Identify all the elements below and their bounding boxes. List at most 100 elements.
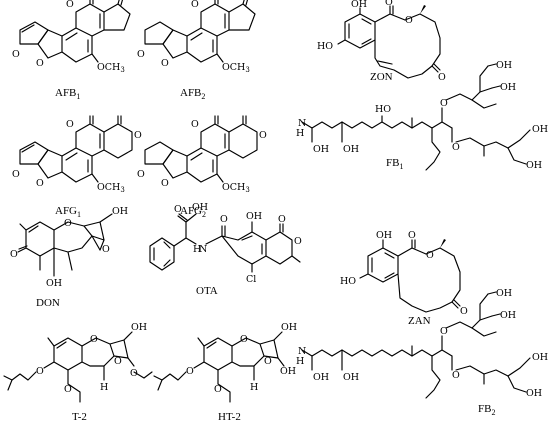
don-o-epoxide: O (102, 244, 110, 255)
label-fb2: FB2 (478, 403, 495, 417)
afb2-o2: O (161, 58, 169, 69)
fb2-n: N (298, 346, 306, 357)
zon-o-carbonyl: O (385, 0, 393, 8)
afg1-o2: O (36, 178, 44, 189)
ota-o-amide: O (220, 214, 228, 225)
label-don: DON (36, 297, 60, 309)
fb1-n: N (298, 118, 306, 129)
ht2-h: H (250, 382, 258, 393)
zan-ho: HO (340, 276, 356, 287)
structure-ht2: O OH OH O O O H HT-2 (153, 322, 297, 423)
fb1-o2: O (452, 142, 460, 153)
fb2-o1: O (440, 326, 448, 337)
afg2-o2: O (161, 178, 169, 189)
afg2-o-a: O (191, 119, 199, 130)
label-afb2: AFB2 (180, 87, 205, 101)
fb1-oh-d: OH (526, 160, 542, 171)
ota-o-lactone: O (278, 214, 286, 225)
label-afg1: AFG1 (55, 205, 81, 219)
fb1-oh1: OH (313, 144, 329, 155)
afg1-o-a: O (66, 119, 74, 130)
afg2-o1: O (137, 169, 145, 180)
structure-fb1: N H OH OH HO O O OH OH OH OH FB1 (296, 60, 548, 171)
ota-n: N (199, 244, 207, 255)
ota-h: H (193, 244, 201, 255)
label-zon: ZON (370, 71, 393, 83)
afb2-o-lactone: O (191, 0, 199, 10)
don-o-ring: O (64, 218, 72, 229)
structure-afg1: O O O O OCH3 AFG1 (12, 115, 142, 219)
label-t2: T-2 (72, 411, 87, 423)
fb2-oh1: OH (313, 372, 329, 383)
structure-zon: OH HO O O O ZON (317, 0, 446, 83)
label-ota: OTA (196, 285, 218, 297)
label-ht2: HT-2 (218, 411, 241, 423)
zan-o-ketone: O (460, 306, 468, 317)
t2-h: H (100, 382, 108, 393)
ht2-o-ring: O (240, 334, 248, 345)
afb1-och3: OCH3 (97, 62, 125, 74)
fb2-oh-a: OH (496, 288, 512, 299)
fb1-oh-a: OH (496, 60, 512, 71)
ota-o-ring: O (294, 236, 302, 247)
fb1-oh-c: OH (532, 124, 548, 135)
structure-fb2: N H OH OH O O OH OH OH OH FB2 (296, 288, 548, 417)
zan-o-carbonyl: O (408, 230, 416, 241)
fb2-oh-d: OH (526, 388, 542, 399)
afg1-och3: OCH3 (97, 182, 125, 194)
t2-o-ring: O (90, 334, 98, 345)
label-zan: ZAN (408, 315, 431, 327)
afg1-o1: O (12, 169, 20, 180)
fb1-ho: HO (375, 104, 391, 115)
fb2-oh2: OH (343, 372, 359, 383)
ht2-oh1: OH (281, 322, 297, 333)
zon-oh-top: OH (351, 0, 367, 10)
zon-o-ketone: O (438, 72, 446, 83)
structure-don: O O OH OH O DON (10, 206, 128, 309)
t2-oh: OH (131, 322, 147, 333)
ota-oh-acid: OH (192, 202, 208, 213)
t2-o1: O (36, 366, 44, 377)
t2-o3: O (130, 368, 138, 379)
fb2-o2: O (452, 370, 460, 381)
afb1-o2: O (36, 58, 44, 69)
don-oh2: OH (46, 278, 62, 289)
zon-o-ester: O (405, 15, 413, 26)
afb2-o1: O (137, 49, 145, 60)
ht2-o-epoxide: O (264, 356, 272, 367)
structure-zan: OH HO O O O ZAN (340, 230, 468, 327)
afb1-o-lactone: O (66, 0, 74, 10)
fb2-oh-c: OH (532, 352, 548, 363)
ht2-o1: O (186, 366, 194, 377)
fb1-oh2: OH (343, 144, 359, 155)
don-o-ketone: O (10, 249, 18, 260)
ota-oh: OH (246, 211, 262, 222)
afb2-och3: OCH3 (222, 62, 250, 74)
label-fb1: FB1 (386, 157, 403, 171)
fb2-oh-b: OH (500, 310, 516, 321)
t2-o-epoxide: O (114, 356, 122, 367)
afb1-o1: O (12, 49, 20, 60)
zon-ho: HO (317, 41, 333, 52)
afg2-o-b: O (259, 130, 267, 141)
fb1-h: H (296, 128, 304, 139)
ht2-o2: O (214, 384, 222, 395)
zan-o-ester: O (426, 250, 434, 261)
fb2-h: H (296, 356, 304, 367)
label-afb1: AFB1 (55, 87, 80, 101)
ota-o: O (174, 204, 182, 215)
zan-oh: OH (376, 230, 392, 241)
fb1-o1: O (440, 98, 448, 109)
fb1-oh-b: OH (500, 82, 516, 93)
afg2-och3: OCH3 (222, 182, 250, 194)
structure-afg2: O O O O OCH3 AFG2 (137, 115, 267, 219)
ht2-oh2: OH (280, 366, 296, 377)
structure-afb1: O O O OCH3 AFB1 (12, 0, 131, 101)
structure-afb2: O O O OCH3 AFB2 (137, 0, 256, 101)
structure-t2: O OH O O O O H T-2 (3, 322, 153, 423)
t2-o2: O (64, 384, 72, 395)
ota-cl: Cl (246, 274, 256, 285)
don-oh: OH (112, 206, 128, 217)
afg1-o-b: O (134, 130, 142, 141)
